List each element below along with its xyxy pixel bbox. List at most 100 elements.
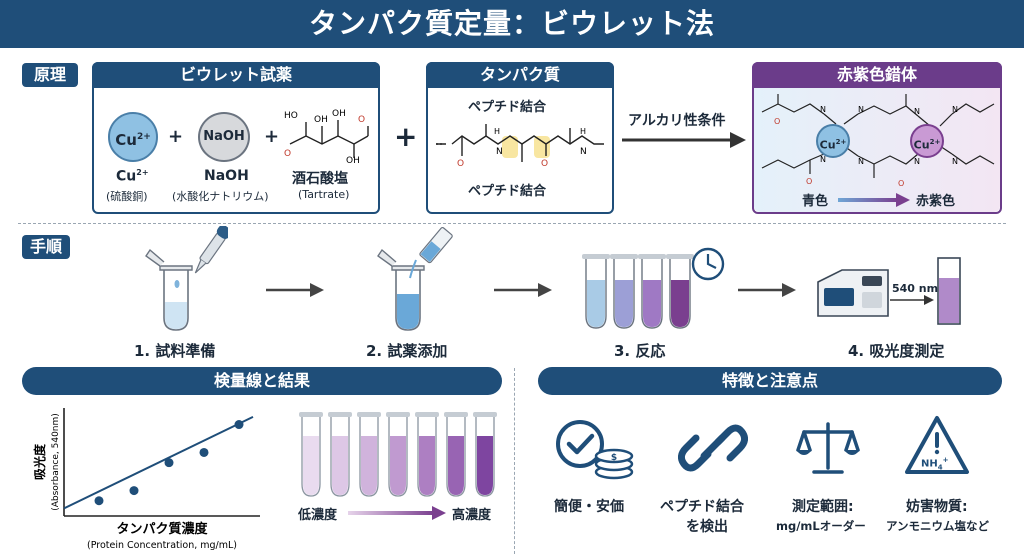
- ammonium-formula: NH4+: [921, 456, 949, 472]
- feature-4-line2: アンモニウム塩など: [886, 519, 990, 533]
- concentration-tube: [357, 412, 381, 497]
- svg-text:O: O: [806, 177, 812, 186]
- divider-vertical: [514, 368, 515, 554]
- peptide-chain-icon: O N H O N H: [436, 124, 604, 169]
- svg-text:O: O: [898, 179, 904, 188]
- concentration-arrow-icon: [348, 506, 446, 520]
- step-1-label: 1. 試料準備: [134, 342, 216, 360]
- copper-complex-icon: O O N N N N N N N N O: [761, 94, 995, 188]
- concentration-tube: [415, 412, 439, 497]
- concentration-tube: [444, 412, 468, 497]
- complex-panel: 赤紫色錯体 O O N N N N N N N N O Cu2+ Cu2+ 青色: [752, 62, 1002, 214]
- reagent-tube-icon: [377, 227, 453, 331]
- data-point: [199, 447, 209, 457]
- tartrate-sub-label: (Tartrate): [298, 188, 350, 201]
- reagent-header: ビウレット試薬: [92, 62, 380, 88]
- svg-text:N: N: [820, 155, 826, 164]
- concentration-tube: [473, 412, 497, 497]
- step-3-label: 3. 反応: [614, 342, 666, 360]
- peptide-bond-label-bottom: ペプチド結合: [468, 184, 547, 199]
- balance-scale-icon: [796, 422, 860, 474]
- divider-1: [18, 223, 1006, 224]
- feature-3-line2: mg/mLオーダー: [776, 519, 866, 533]
- step-4-label: 4. 吸光度測定: [848, 342, 945, 360]
- naoh-sub-label: (水酸化ナトリウム): [172, 190, 269, 203]
- peptide-bond-label-top: ペプチド結合: [468, 100, 547, 115]
- wavelength-label: 540 nm: [892, 282, 939, 295]
- color-change-arrow-icon: [838, 193, 910, 207]
- naoh-icon: NaOH: [198, 112, 250, 162]
- page-title: タンパク質定量：ビウレット法: [0, 0, 1024, 48]
- y-axis-label: 吸光度: [32, 443, 47, 480]
- svg-text:N: N: [820, 105, 826, 114]
- svg-text:OH: OH: [332, 109, 346, 119]
- alkaline-condition-label: アルカリ性条件: [628, 113, 726, 129]
- step-arrow-1-icon: [266, 283, 324, 297]
- protein-panel: タンパク質 ペプチド結合 O N H O N H ペプチド結合: [426, 62, 614, 214]
- procedure-tag: 手順: [22, 235, 70, 259]
- reaction-arrow-icon: [622, 132, 746, 148]
- svg-text:N: N: [580, 147, 587, 157]
- reagent-panel: ビウレット試薬 Cu2+ Cu2+ (硫酸銅) + NaOH NaOH (水酸化…: [92, 62, 380, 214]
- blue-color-label: 青色: [802, 194, 829, 209]
- svg-text:O: O: [358, 115, 365, 125]
- data-point: [164, 458, 174, 468]
- svg-text:H: H: [580, 127, 586, 136]
- feature-2-line1: ペプチド結合: [660, 499, 744, 515]
- principle-tag: 原理: [22, 63, 78, 87]
- fit-line: [63, 415, 254, 510]
- copper-ion-icon: Cu2+: [108, 112, 158, 162]
- protein-header: タンパク質: [426, 62, 614, 88]
- tartrate-structure-icon: HO OH OH O O OH: [284, 109, 369, 164]
- features-header: 特徴と注意点: [538, 367, 1002, 395]
- svg-text:O: O: [774, 117, 780, 126]
- svg-text:OH: OH: [346, 156, 360, 164]
- plus-sign-2: +: [264, 126, 280, 147]
- svg-text:N: N: [952, 157, 958, 166]
- svg-text:N: N: [914, 107, 920, 116]
- copper-ion-purple-icon: Cu2+: [910, 124, 944, 158]
- tartrate-name: 酒石酸塩: [292, 171, 348, 187]
- reaction-tubes-icon: [582, 247, 725, 329]
- feature-1-line1: 簡便・安価: [554, 499, 624, 515]
- concentration-tube: [386, 412, 410, 497]
- light-beam-arrow-icon: [890, 295, 934, 305]
- y-axis-sublabel: (Absorbance, 540nm): [51, 413, 61, 511]
- complex-header: 赤紫色錯体: [752, 62, 1002, 88]
- svg-text:N: N: [496, 147, 503, 157]
- copper-sulfate-label: (硫酸銅): [106, 190, 148, 203]
- concentration-tube: [299, 412, 323, 497]
- step-2-label: 2. 試薬添加: [366, 342, 448, 360]
- calibration-header: 検量線と結果: [22, 367, 502, 395]
- purple-color-label: 赤紫色: [916, 194, 956, 209]
- low-concentration-label: 低濃度: [298, 508, 338, 523]
- spectrophotometer-icon: [817, 269, 889, 317]
- svg-text:O: O: [541, 159, 548, 169]
- svg-text:OH: OH: [314, 115, 328, 125]
- warning-icon: [905, 416, 969, 474]
- svg-text:N: N: [914, 157, 920, 166]
- data-point: [234, 420, 244, 430]
- check-coins-icon: $: [556, 420, 634, 480]
- step-arrow-3-icon: [738, 283, 796, 297]
- copper-ion-name: Cu2+: [116, 168, 149, 185]
- svg-text:N: N: [952, 105, 958, 114]
- copper-ion-blue-icon: Cu2+: [816, 124, 850, 158]
- feature-4-line1: 妨害物質:: [906, 499, 968, 515]
- plus-sign-1: +: [168, 126, 184, 147]
- cuvette-icon: [937, 257, 961, 325]
- svg-text:O: O: [284, 149, 291, 159]
- data-point: [94, 496, 104, 506]
- svg-text:$: $: [611, 453, 617, 463]
- x-axis-label: タンパク質濃度: [116, 521, 208, 537]
- svg-text:HO: HO: [284, 111, 298, 121]
- calibration-chart: 吸光度 (Absorbance, 540nm) タンパク質濃度 (Protein…: [32, 408, 260, 551]
- feature-2-line2: を検出: [686, 519, 728, 535]
- high-concentration-label: 高濃度: [452, 508, 492, 523]
- svg-text:N: N: [858, 105, 864, 114]
- svg-text:O: O: [457, 159, 464, 169]
- sample-tube-dropper-icon: [145, 226, 228, 331]
- chain-link-icon: [678, 424, 748, 472]
- data-point: [129, 486, 139, 496]
- concentration-tubes-icon: [299, 412, 497, 497]
